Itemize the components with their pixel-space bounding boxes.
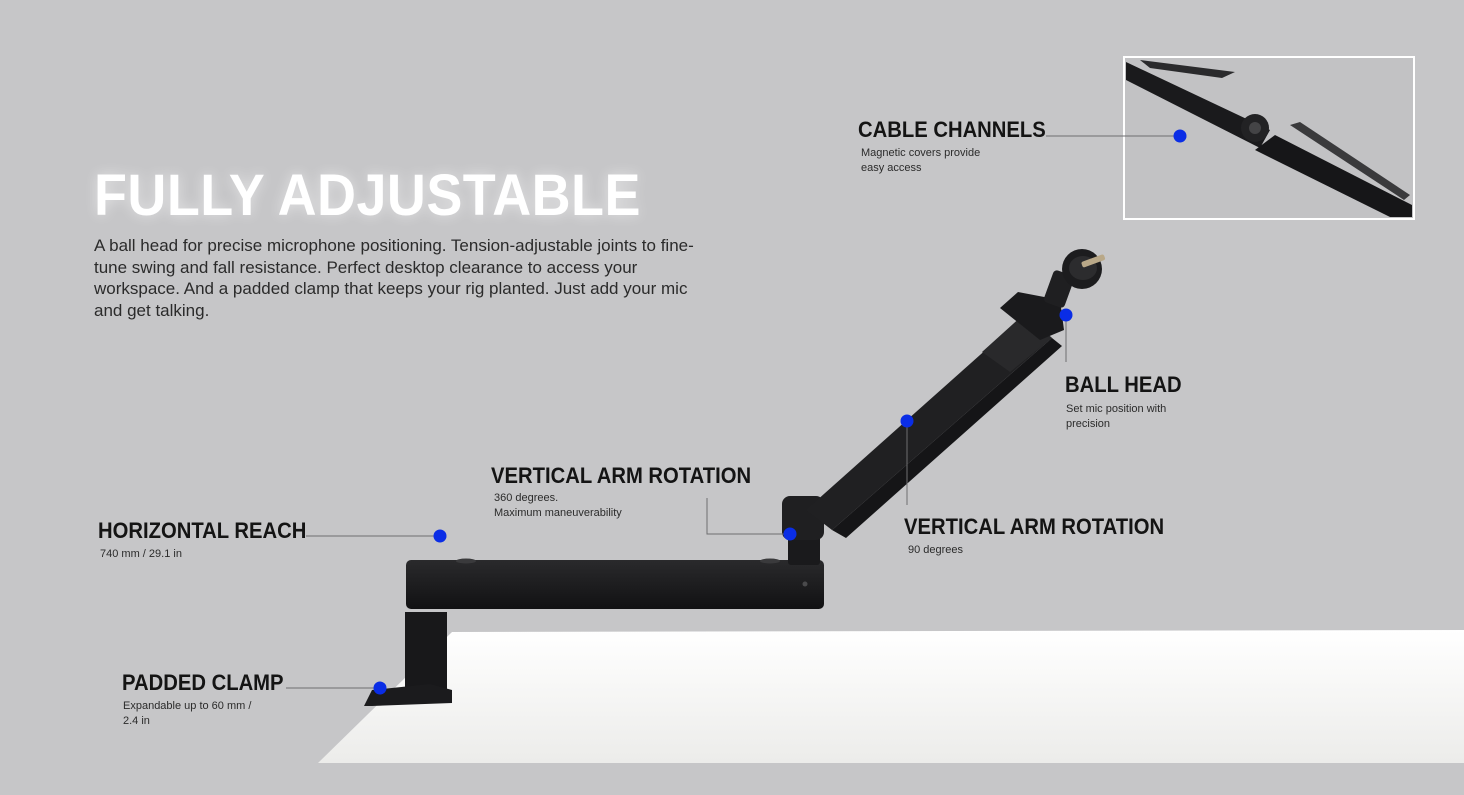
vertical-arm-rotation-360-desc-line: Maximum maneuverability xyxy=(494,507,622,519)
vertical-arm-shape xyxy=(806,314,1062,538)
vertical-arm-rotation-360-desc-line: 360 degrees. xyxy=(494,492,559,504)
cable-channel-inset-image xyxy=(1123,56,1415,220)
vertical-arm-360-marker-dot[interactable] xyxy=(783,527,797,541)
vertical-arm-rotation-90-title: VERTICAL ARM ROTATION xyxy=(904,514,1165,539)
leader-lines xyxy=(286,135,1180,689)
horizontal-reach-marker-dot[interactable] xyxy=(433,529,447,543)
desk-surface xyxy=(318,630,1464,763)
ball-head-shape xyxy=(1000,249,1106,340)
padded-clamp-desc-line: 2.4 in xyxy=(123,715,150,727)
padded-clamp-title: PADDED CLAMP xyxy=(122,670,284,695)
vertical-arm-rotation-360-description: 360 degrees. Maximum maneuverability xyxy=(494,491,622,521)
ball-head-title: BALL HEAD xyxy=(1065,372,1182,397)
ball-head-desc-line: precision xyxy=(1066,418,1111,430)
ball-head-marker-dot[interactable] xyxy=(1059,308,1073,322)
cable-channels-desc-line: easy access xyxy=(861,162,922,174)
ball-head-description: Set mic position with precision xyxy=(1066,402,1166,432)
vertical-arm-90-marker-dot[interactable] xyxy=(900,414,914,428)
horizontal-reach-description: 740 mm / 29.1 in xyxy=(100,547,182,562)
cable-channels-desc-line: Magnetic covers provide xyxy=(861,147,981,159)
horizontal-reach-title: HORIZONTAL REACH xyxy=(98,518,307,543)
padded-clamp-desc-line: Expandable up to 60 mm / xyxy=(123,700,252,712)
cable-channels-title: CABLE CHANNELS xyxy=(858,117,1046,142)
horizontal-arm-shape xyxy=(406,558,824,609)
intro-paragraph: A ball head for precise microphone posit… xyxy=(94,236,694,320)
padded-clamp-marker-dot[interactable] xyxy=(373,681,387,695)
cable-channels-description: Magnetic covers provide easy access xyxy=(861,146,980,176)
vertical-arm-rotation-360-title: VERTICAL ARM ROTATION xyxy=(491,463,752,488)
vertical-arm-rotation-90-desc-line: 90 degrees xyxy=(908,544,964,556)
ball-head-desc-line: Set mic position with xyxy=(1066,403,1167,415)
headline: FULLY ADJUSTABLE xyxy=(94,163,641,228)
padded-clamp-description: Expandable up to 60 mm / 2.4 in xyxy=(123,699,251,729)
cable-channels-marker-dot[interactable] xyxy=(1173,129,1187,143)
horizontal-reach-desc-line: 740 mm / 29.1 in xyxy=(100,548,182,560)
vertical-arm-rotation-90-description: 90 degrees xyxy=(908,543,963,558)
